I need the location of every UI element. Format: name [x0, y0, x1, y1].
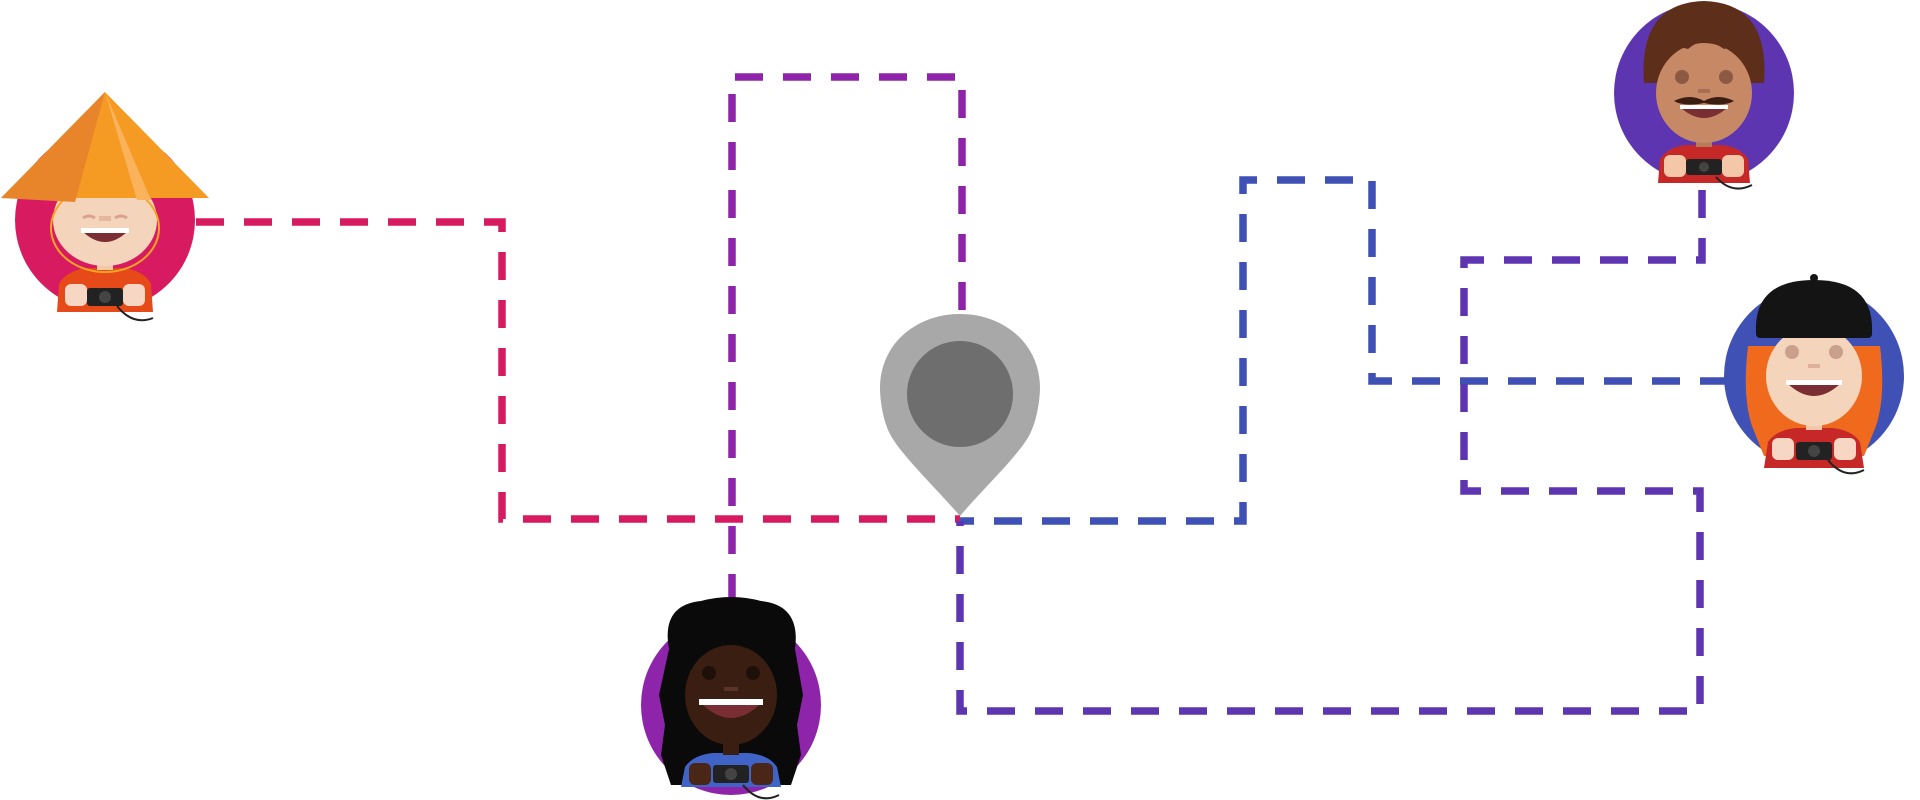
- beret: [1755, 280, 1873, 332]
- avatar-face: [685, 645, 777, 745]
- route-magenta: [728, 73, 966, 602]
- route-blue: [960, 176, 1728, 525]
- avatar-beret[interactable]: [1724, 274, 1904, 475]
- route-pink: [196, 218, 960, 523]
- avatar-mustache[interactable]: [1614, 1, 1794, 190]
- avatar-face: [1766, 326, 1862, 426]
- pin-inner: [907, 341, 1013, 447]
- routes: [196, 73, 1728, 715]
- avatar-conical-hat[interactable]: [1, 92, 209, 322]
- route-violet: [956, 190, 1706, 715]
- avatar-curly-hair[interactable]: [641, 597, 821, 800]
- location-pin-icon[interactable]: [880, 314, 1040, 516]
